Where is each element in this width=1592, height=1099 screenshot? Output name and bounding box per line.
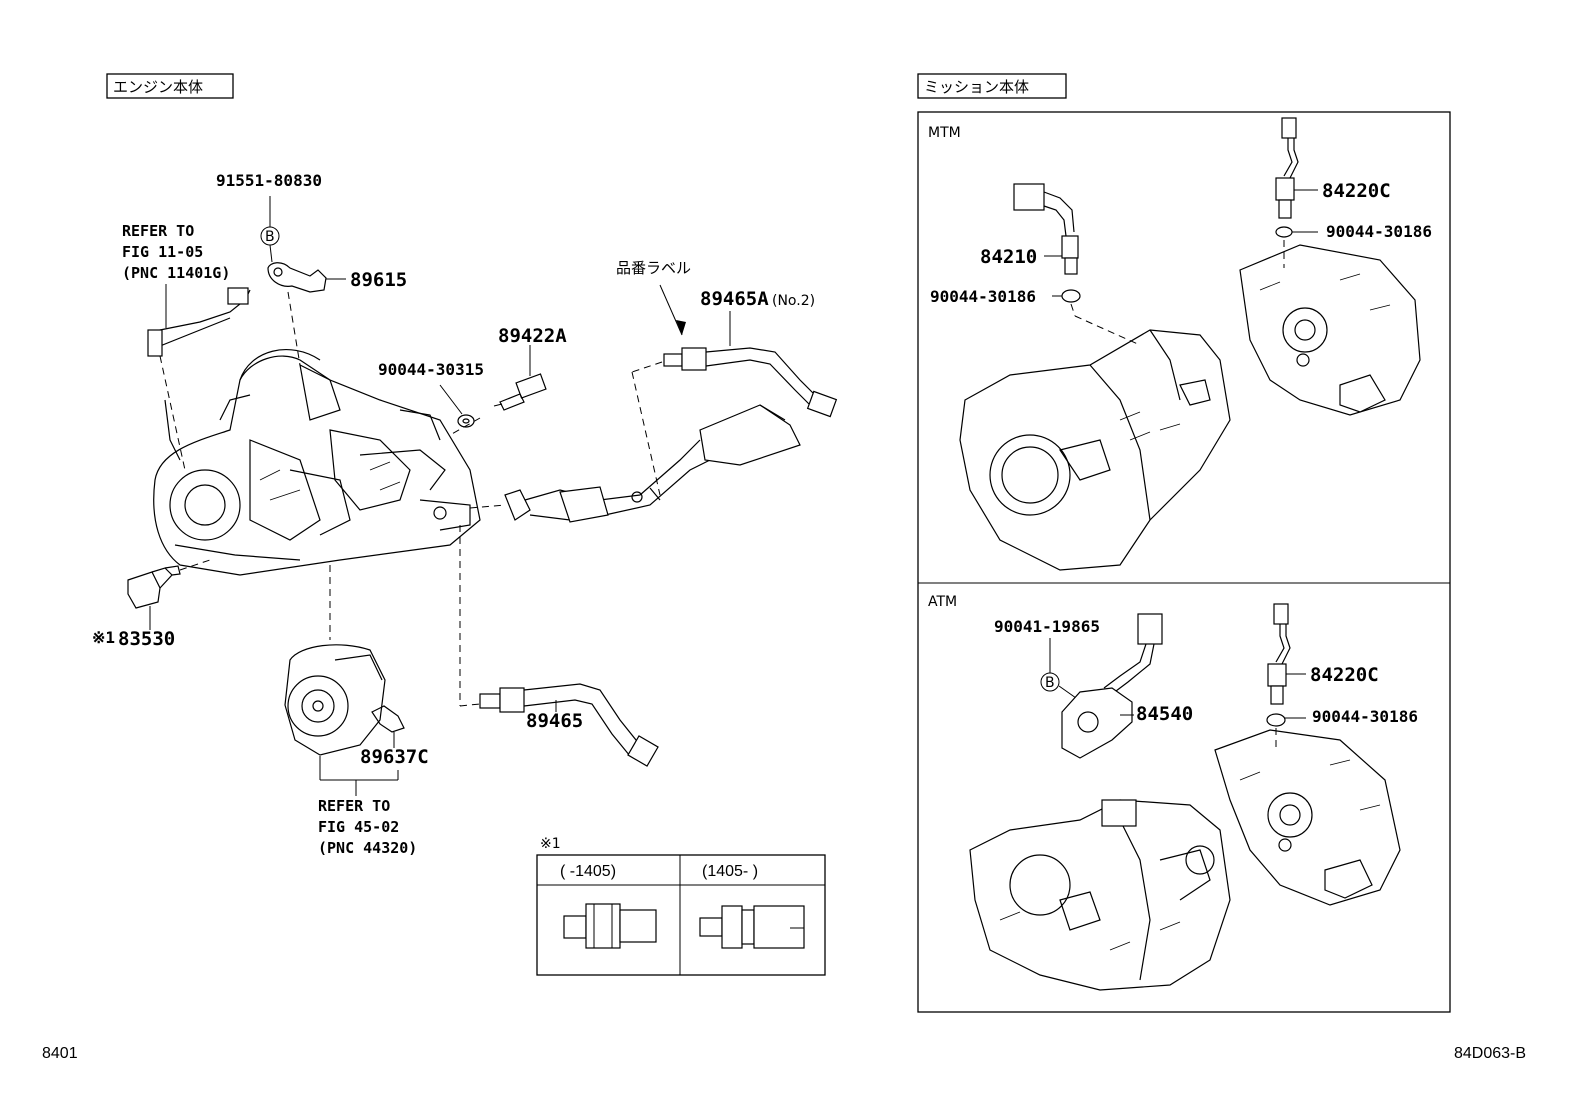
callout-83530-mark: ※1 [92,628,115,647]
callout-89422A: 89422A [498,325,567,347]
atm-b-mark: B [1045,675,1055,691]
atm-switch-84540: B [1040,613,1163,759]
mtm-transmission-drawing [959,244,1421,571]
mtm-label: MTM [928,125,961,141]
variant-table: ※1 ( -1405) (1405- ) [536,836,826,976]
callout-mtm-90044-right: 90044-30186 [1326,222,1432,241]
refer2-line3: (PNC 44320) [318,839,417,857]
exhaust-and-oxygen-sensor-89465A [469,284,838,523]
callout-mtm-90044-left: 90044-30186 [930,287,1036,306]
variant-col2-header: (1405- ) [702,863,758,880]
callout-89615: 89615 [350,269,407,291]
engine-section-title: エンジン本体 [106,73,234,99]
atm-switch-84220C [1266,603,1306,752]
callout-89465A-no: (No.2) [772,293,815,309]
refer-fig-45-02: REFER TO FIG 45-02 (PNC 44320) [318,797,417,857]
knock-sensor-89615: B [260,196,346,366]
mission-section-title: ミッション本体 [917,73,1067,99]
sensor-89422A [439,345,547,436]
oxygen-sensor-89465 [459,525,659,767]
footer-left-code: 8401 [42,1045,78,1062]
bolt-b-mark: B [265,229,275,245]
callout-atm-90044: 90044-30186 [1312,707,1418,726]
callout-84540: 84540 [1136,703,1193,725]
variant-table-mark: ※1 [540,836,561,852]
mtm-switch-84210 [1013,183,1141,346]
engine-section-title-text: エンジン本体 [113,78,203,96]
refer1-line3: (PNC 11401G) [122,264,230,282]
callout-89465: 89465 [526,710,583,732]
callout-84210: 84210 [980,246,1037,268]
callout-90044-30315: 90044-30315 [378,360,484,379]
refer2-line1: REFER TO [318,797,390,815]
callout-atm-84220C: 84220C [1310,664,1379,686]
footer-right-code: 84D063-B [1454,1045,1526,1062]
oil-pressure-switch-83530 [127,559,211,630]
variant-switch-new [699,905,805,949]
refer1-line2: FIG 11-05 [122,243,203,261]
callout-83530: 83530 [118,628,175,650]
atm-label: ATM [928,594,957,610]
refer1-line1: REFER TO [122,222,194,240]
label-ja-part-number-label: 品番ラベル [616,259,691,277]
callout-89637C: 89637C [360,746,429,768]
engine-assembly-drawing [153,349,481,576]
mtm-switch-84220C [1275,117,1318,268]
callout-mtm-84220C: 84220C [1322,180,1391,202]
mission-panel [917,111,1451,1013]
variant-col1-header: ( -1405) [560,863,616,880]
mission-section-title-text: ミッション本体 [924,78,1029,96]
callout-89465A: 89465A [700,288,769,310]
callout-90041-19865: 90041-19865 [994,617,1100,636]
refer2-line2: FIG 45-02 [318,818,399,836]
atm-transmission-drawing [969,729,1401,991]
callout-91551-80830: 91551-80830 [216,171,322,190]
refer-fig-11-05: REFER TO FIG 11-05 (PNC 11401G) [122,222,251,471]
pump-and-sensor-89637C [284,565,405,796]
variant-switch-old [563,903,657,949]
